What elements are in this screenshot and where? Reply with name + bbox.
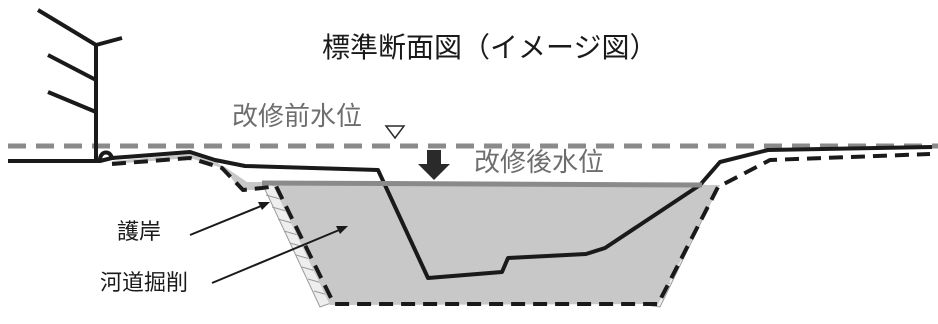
water-level-after-label: 改修後水位 [474, 148, 605, 178]
excavation-leader-arrow [336, 226, 348, 234]
planned-section-line [111, 152, 931, 306]
water-level-after-line [261, 180, 703, 188]
fence-icon [36, 8, 123, 161]
revetment-leader-arrow [258, 202, 270, 210]
channel-excavation-label: 河道掘削 [100, 271, 189, 296]
diagram-title: 標準断面図（イメージ図） [322, 31, 658, 64]
existing-ground-line [8, 145, 933, 280]
excavation-leader-line [211, 227, 345, 284]
left-bank-excavation [112, 154, 268, 190]
water-level-before-label: 改修前水位 [232, 102, 363, 132]
down-arrow-icon [418, 150, 450, 180]
revetment-label: 護岸 [117, 220, 162, 245]
channel-excavation-area [222, 165, 720, 305]
revetment-leader-line [189, 203, 267, 236]
water-level-triangle-icon [384, 125, 406, 140]
